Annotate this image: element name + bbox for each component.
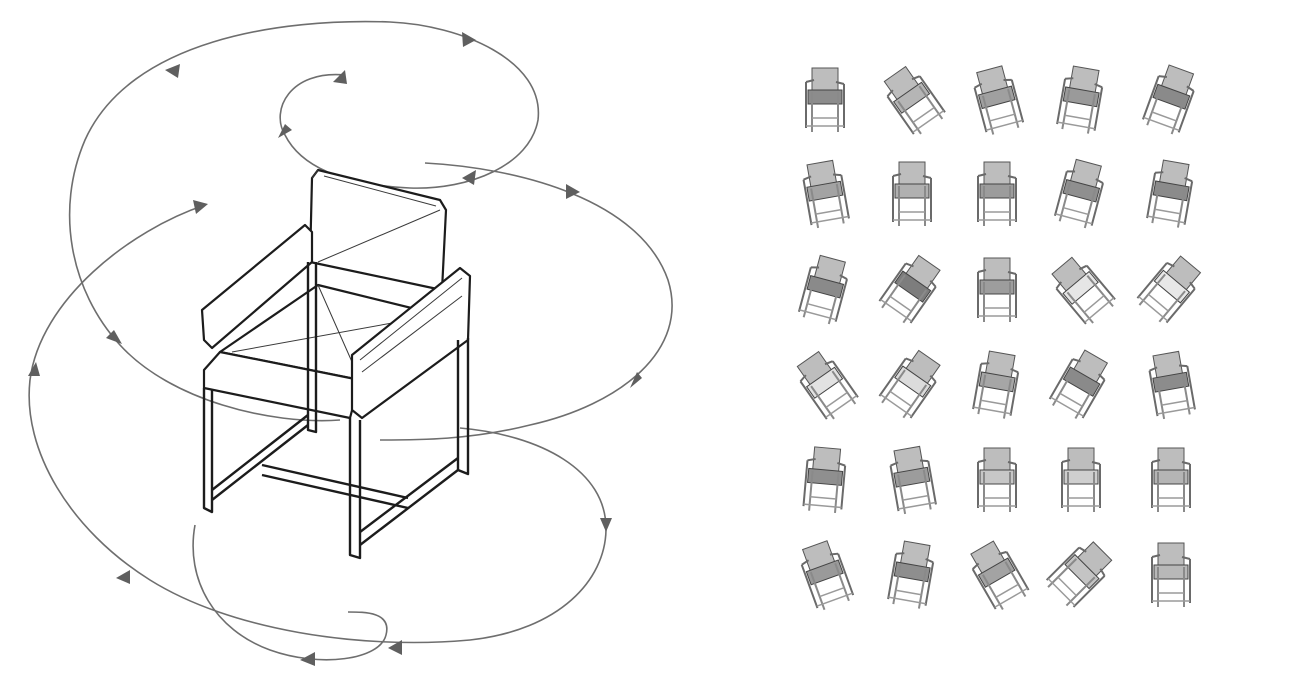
trajectory-arrow-icon xyxy=(193,200,208,214)
chair-render-icon xyxy=(1046,252,1119,328)
chair-front-left-leg xyxy=(202,388,214,514)
chair-render-shape xyxy=(1055,63,1106,136)
trajectory-arrow-icon xyxy=(388,640,402,655)
chair-render-icon xyxy=(971,348,1022,421)
trajectory-arrow-icon xyxy=(116,570,130,584)
chair-render-shape xyxy=(805,67,845,133)
chair-render-icon xyxy=(1055,63,1106,136)
trajectory-arrow-icon xyxy=(333,70,347,84)
chair-render-shape xyxy=(800,158,851,230)
chair-render-icon xyxy=(1061,447,1101,513)
chair-render-shape xyxy=(971,348,1022,421)
chair-render-icon xyxy=(1151,447,1191,513)
chair-render-icon xyxy=(1052,156,1109,231)
trajectory-arrow-icon xyxy=(300,652,315,666)
chair-render-shape xyxy=(876,345,946,423)
rendered-views-grid xyxy=(791,61,1207,614)
chair-render-shape xyxy=(964,537,1032,614)
chair-render-icon xyxy=(964,537,1032,614)
chair-render-shape xyxy=(795,537,856,613)
trajectory-arrow-icon xyxy=(106,330,122,344)
trajectory-arrows xyxy=(28,32,642,666)
trajectory-arc xyxy=(379,162,673,441)
chair-render-icon xyxy=(795,537,856,613)
chair-back-right-leg xyxy=(456,338,470,476)
chair-render-shape xyxy=(969,63,1026,138)
trajectory-arrow-icon xyxy=(462,32,476,47)
chair-render-icon xyxy=(1042,536,1117,611)
trajectory-arrow-icon xyxy=(630,372,642,388)
chair-render-shape xyxy=(1145,157,1196,230)
trajectory-arrow-icon xyxy=(165,64,180,78)
chair-render-icon xyxy=(977,257,1017,323)
chair-render-shape xyxy=(1052,156,1109,231)
chair-render-icon xyxy=(977,161,1017,227)
chair-backrest-detail xyxy=(311,169,441,263)
chair-render-shape xyxy=(1046,346,1114,423)
chair-render-icon xyxy=(1140,61,1201,138)
chair-render-icon xyxy=(977,447,1017,513)
chair-front-right-leg xyxy=(348,418,362,560)
chair-render-icon xyxy=(876,345,946,423)
trajectory-arrow-icon xyxy=(28,362,40,376)
chair-render-icon xyxy=(876,250,946,328)
chair-stretcher-middle xyxy=(261,463,409,510)
chair-render-shape xyxy=(1133,251,1207,327)
chair-render-icon xyxy=(1133,251,1207,327)
chair-render-shape xyxy=(802,445,848,515)
chair-render-icon xyxy=(791,347,862,424)
chair-right-arm xyxy=(350,266,472,420)
camera-trajectory-panel xyxy=(28,20,673,666)
chair-right-arm-detail xyxy=(359,277,463,373)
chair-render-icon xyxy=(1151,542,1191,608)
trajectory-arrow-icon xyxy=(566,184,580,199)
chair-render-icon xyxy=(796,252,853,327)
chair-render-icon xyxy=(805,67,845,133)
chair-render-icon xyxy=(800,158,851,230)
chair-stretcher-left xyxy=(211,414,309,501)
chair-render-shape xyxy=(1061,447,1101,513)
chair-stretcher-right xyxy=(359,457,459,546)
chair-render-icon xyxy=(969,63,1026,138)
trajectory-arrow-icon xyxy=(278,124,292,138)
chair-render-shape xyxy=(1146,349,1197,421)
chair-line-drawing-icon xyxy=(200,168,472,560)
trajectory-arc xyxy=(28,204,607,644)
chair-render-shape xyxy=(876,250,946,328)
chair-render-shape xyxy=(796,252,853,327)
chair-render-shape xyxy=(1140,61,1201,138)
trajectory-arrow-icon xyxy=(600,518,612,532)
chair-render-shape xyxy=(977,257,1017,323)
chair-left-arm xyxy=(200,223,314,350)
chair-render-shape xyxy=(977,161,1017,227)
chair-render-shape xyxy=(1042,536,1117,611)
chair-back-left-leg xyxy=(306,262,318,434)
chair-render-icon xyxy=(1146,349,1197,421)
chair-render-shape xyxy=(1046,252,1119,328)
chair-render-icon xyxy=(1145,157,1196,230)
chair-render-icon xyxy=(892,161,932,227)
chair-render-shape xyxy=(892,161,932,227)
chair-render-shape xyxy=(878,62,949,139)
chair-render-icon xyxy=(802,445,848,515)
chair-render-icon xyxy=(878,62,949,139)
chair-render-icon xyxy=(1046,346,1114,423)
chair-render-shape xyxy=(1151,447,1191,513)
chair-render-shape xyxy=(791,347,862,424)
chair-render-shape xyxy=(1151,542,1191,608)
trajectory-arrow-icon xyxy=(462,170,476,185)
chair-render-icon xyxy=(887,444,938,516)
chair-render-shape xyxy=(887,444,938,516)
chair-render-shape xyxy=(886,538,937,611)
chair-render-shape xyxy=(977,447,1017,513)
chair-render-icon xyxy=(886,538,937,611)
